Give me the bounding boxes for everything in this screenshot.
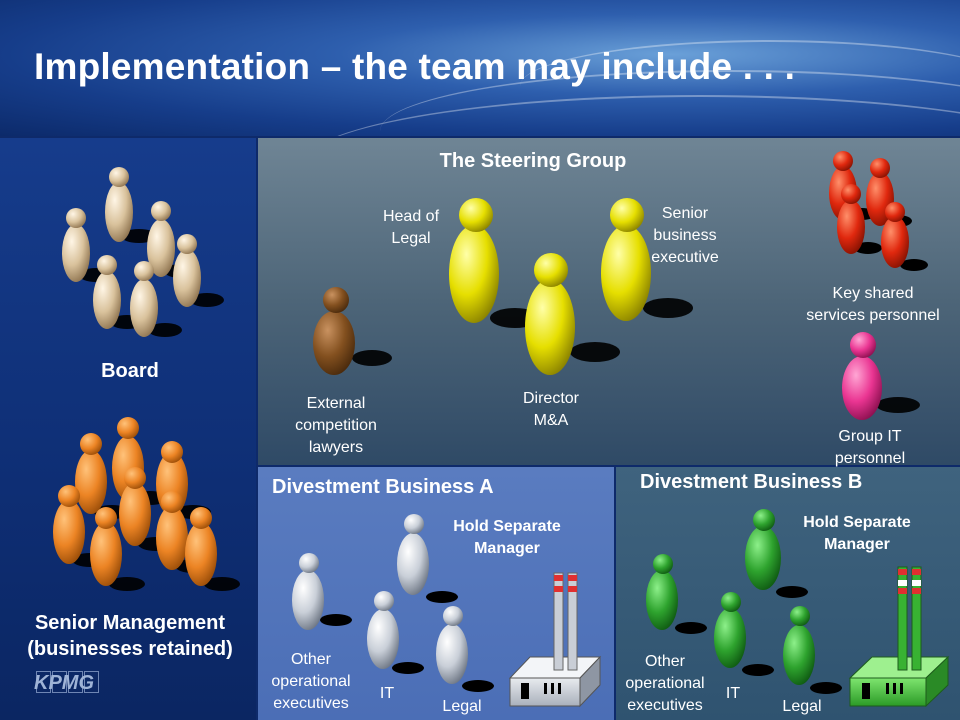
- it-a-label: IT: [379, 685, 395, 702]
- key-shared-services-label: Key shared services personnel: [806, 285, 940, 324]
- external-lawyer-figure: [313, 287, 392, 375]
- person-icon: [130, 261, 182, 337]
- senior-business-exec-label: Senior business executive: [651, 205, 719, 266]
- it-a-figure: [367, 591, 424, 674]
- senior-management-group: [53, 417, 240, 591]
- legal-a-label: Legal: [442, 698, 482, 715]
- factory-b-icon: [848, 566, 950, 708]
- steering-group-title: The Steering Group: [439, 150, 627, 172]
- page-title: Implementation – the team may include . …: [34, 46, 796, 87]
- head-of-legal-label: Head of Legal: [382, 208, 440, 247]
- other-exec-b-label: Other operational executives: [625, 653, 705, 714]
- person-icon: [105, 167, 157, 243]
- director-ma-figure: [525, 253, 620, 375]
- person-icon: [185, 507, 240, 591]
- hold-separate-manager-a-figure: [397, 514, 458, 603]
- external-lawyers-label: External competition lawyers: [295, 395, 377, 456]
- head-of-legal-figure: [449, 198, 540, 328]
- key-shared-services-group: [829, 151, 928, 271]
- legal-a-figure: [436, 606, 494, 692]
- kpmg-logo-boxes: [36, 671, 106, 693]
- business-a-figures: [292, 514, 494, 692]
- other-exec-b-figure: [646, 554, 707, 634]
- business-a-title: Divestment Business A: [272, 476, 494, 498]
- business-b-title: Divestment Business B: [640, 471, 863, 493]
- factory-a-icon: [508, 572, 602, 708]
- other-exec-a-label: Other operational executives: [271, 651, 351, 712]
- business-b-figures: [646, 509, 842, 694]
- director-ma-label: Director M&A: [522, 390, 579, 429]
- person-icon: [173, 234, 224, 307]
- person-icon: [90, 507, 145, 591]
- hold-separate-manager-b-figure: [745, 509, 808, 598]
- hold-separate-manager-a-label: Hold Separate Manager: [453, 518, 561, 557]
- legal-b-label: Legal: [782, 698, 822, 715]
- it-b-figure: [714, 592, 774, 676]
- person-icon: [119, 467, 174, 551]
- senior-business-exec-figure: [601, 198, 693, 321]
- group-it-figure: [842, 332, 920, 420]
- legal-b-figure: [783, 606, 842, 694]
- kpmg-logo: KPMG: [34, 672, 94, 694]
- board-label: Board: [101, 360, 159, 382]
- board-group: [62, 167, 224, 337]
- other-exec-a-figure: [292, 553, 352, 630]
- group-it-label: Group IT personnel: [834, 428, 906, 467]
- hold-separate-manager-b-label: Hold Separate Manager: [803, 514, 911, 553]
- it-b-label: IT: [725, 685, 741, 702]
- header-banner: [0, 0, 960, 136]
- person-icon: [156, 491, 211, 573]
- senior-management-label: Senior Management (businesses retained): [27, 612, 233, 660]
